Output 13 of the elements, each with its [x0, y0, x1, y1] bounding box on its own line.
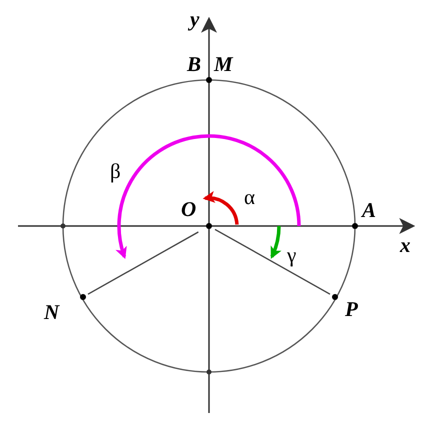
line-segment — [214, 228, 330, 295]
axis-label: x — [400, 234, 410, 256]
point-label: M — [214, 53, 233, 75]
angle-label: γ — [287, 244, 296, 266]
point-label: N — [44, 301, 60, 323]
axis-label: y — [190, 8, 200, 30]
point-label: O — [181, 198, 196, 220]
angle-label: α — [244, 186, 256, 208]
line-segment — [88, 231, 199, 295]
point-label: B — [187, 53, 202, 75]
angle-label: β — [110, 160, 121, 182]
point-label: A — [362, 199, 376, 221]
point-label: P — [345, 298, 358, 320]
